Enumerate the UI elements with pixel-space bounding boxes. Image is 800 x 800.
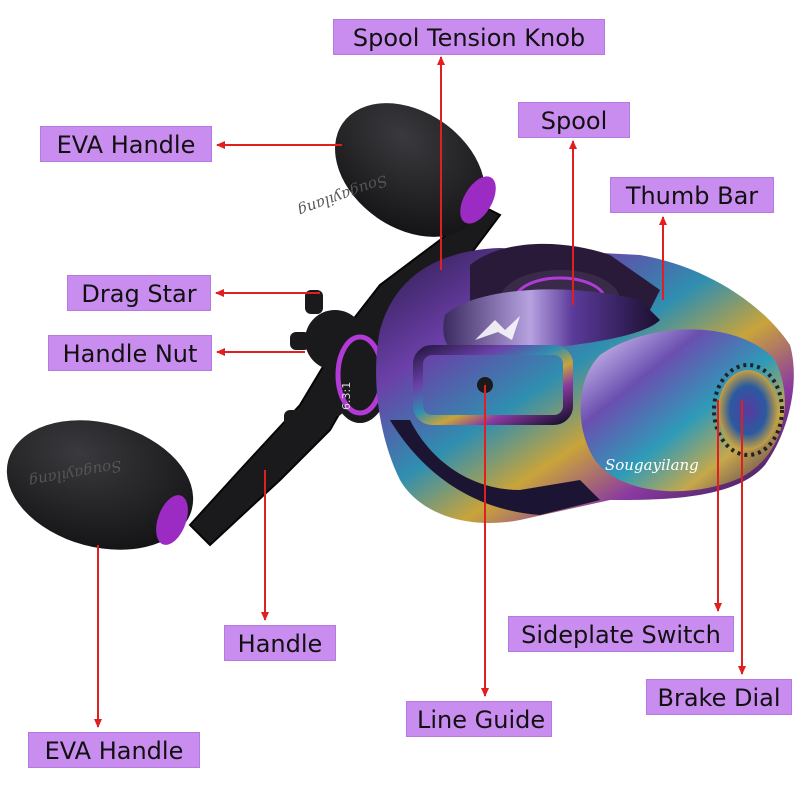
callout-arrows [94, 56, 746, 728]
reel-illustration: Sougayilang Sougayilang 6.3:1 [6, 103, 794, 550]
label-handle-nut: Handle Nut [48, 335, 212, 371]
label-line-guide: Line Guide [406, 701, 552, 737]
sideplate-branding: Sougayilang [605, 456, 699, 474]
label-sideplate-switch: Sideplate Switch [508, 616, 734, 652]
eva-knob-bottom: Sougayilang [6, 420, 194, 550]
label-handle: Handle [224, 625, 336, 661]
lower-frame [390, 420, 600, 515]
label-drag-star: Drag Star [67, 275, 211, 311]
gear-ratio: 6.3:1 [340, 382, 353, 410]
thumb-bar-logo [475, 316, 520, 340]
label-spool: Spool [518, 102, 630, 138]
label-eva-handle-bottom: EVA Handle [28, 732, 200, 768]
label-brake-dial: Brake Dial [646, 679, 792, 715]
thumb-bar [443, 289, 660, 356]
label-thumb-bar: Thumb Bar [610, 177, 774, 213]
label-spool-tension-knob: Spool Tension Knob [333, 19, 605, 55]
label-eva-handle-top: EVA Handle [40, 126, 212, 162]
brake-dial [712, 363, 784, 457]
